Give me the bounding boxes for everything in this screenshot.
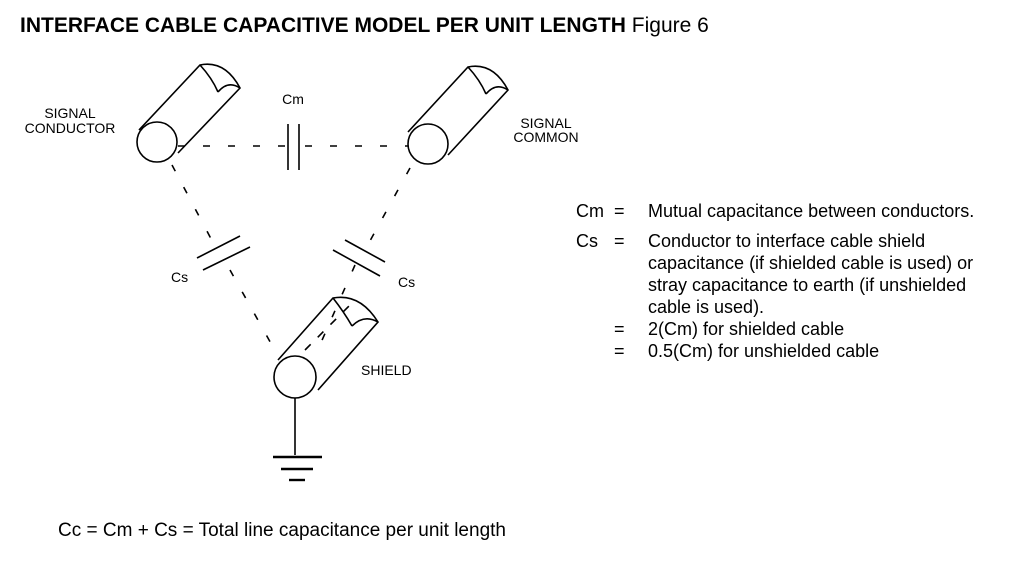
legend-row-shielded: = 2(Cm) for shielded cable [576, 318, 1018, 340]
cs-left-label: Cs [171, 269, 188, 285]
legend: Cm = Mutual capacitance between conducto… [576, 200, 1018, 362]
legend-equals: = [614, 341, 625, 361]
dashed-connections [171, 145, 411, 357]
legend-desc-shielded: 2(Cm) for shielded cable [648, 319, 845, 339]
signal-common-cable [407, 65, 509, 165]
signal-common-label-line2: COMMON [513, 129, 578, 145]
legend-desc-cs-2: capacitance (if shielded cable is used) … [648, 253, 974, 273]
legend-desc-cs-1: Conductor to interface cable shield [648, 231, 926, 251]
shield-label: SHIELD [361, 362, 412, 378]
legend-desc-cm: Mutual capacitance between conductors. [648, 201, 975, 221]
total-capacitance-formula: Cc = Cm + Cs = Total line capacitance pe… [58, 520, 506, 541]
legend-equals: = [614, 319, 625, 339]
legend-symbol-cm: Cm [576, 201, 604, 221]
signal-conductor-label-line1: SIGNAL [44, 105, 96, 121]
legend-desc-unshielded: 0.5(Cm) for unshielded cable [648, 341, 880, 361]
figure-title: INTERFACE CABLE CAPACITIVE MODEL PER UNI… [20, 14, 709, 38]
signal-conductor-cable [136, 63, 241, 163]
cs-right-capacitor [332, 239, 386, 277]
legend-equals: = [614, 201, 625, 221]
signal-common-label-line1: SIGNAL [520, 115, 572, 131]
figure-number: Figure 6 [631, 14, 709, 37]
signal-conductor-label-line2: CONDUCTOR [25, 120, 116, 136]
shield-cable [273, 296, 379, 399]
legend-row-cs: Cs = Conductor to interface cable shield [576, 230, 1018, 252]
legend-row-cm: Cm = Mutual capacitance between conducto… [576, 200, 1018, 222]
cs-right-label: Cs [398, 274, 415, 290]
cm-capacitor [287, 124, 300, 170]
cm-label: Cm [282, 91, 304, 107]
legend-desc-cs-4: cable is used). [648, 297, 765, 317]
legend-equals: = [614, 231, 625, 251]
legend-row-unshielded: = 0.5(Cm) for unshielded cable [576, 340, 1018, 362]
cs-left-capacitor [196, 235, 251, 271]
ground-symbol [273, 398, 322, 482]
legend-symbol-cs: Cs [576, 231, 598, 251]
title-bold: INTERFACE CABLE CAPACITIVE MODEL PER UNI… [20, 14, 626, 37]
legend-desc-cs-3: stray capacitance to earth (if unshielde… [648, 275, 967, 295]
